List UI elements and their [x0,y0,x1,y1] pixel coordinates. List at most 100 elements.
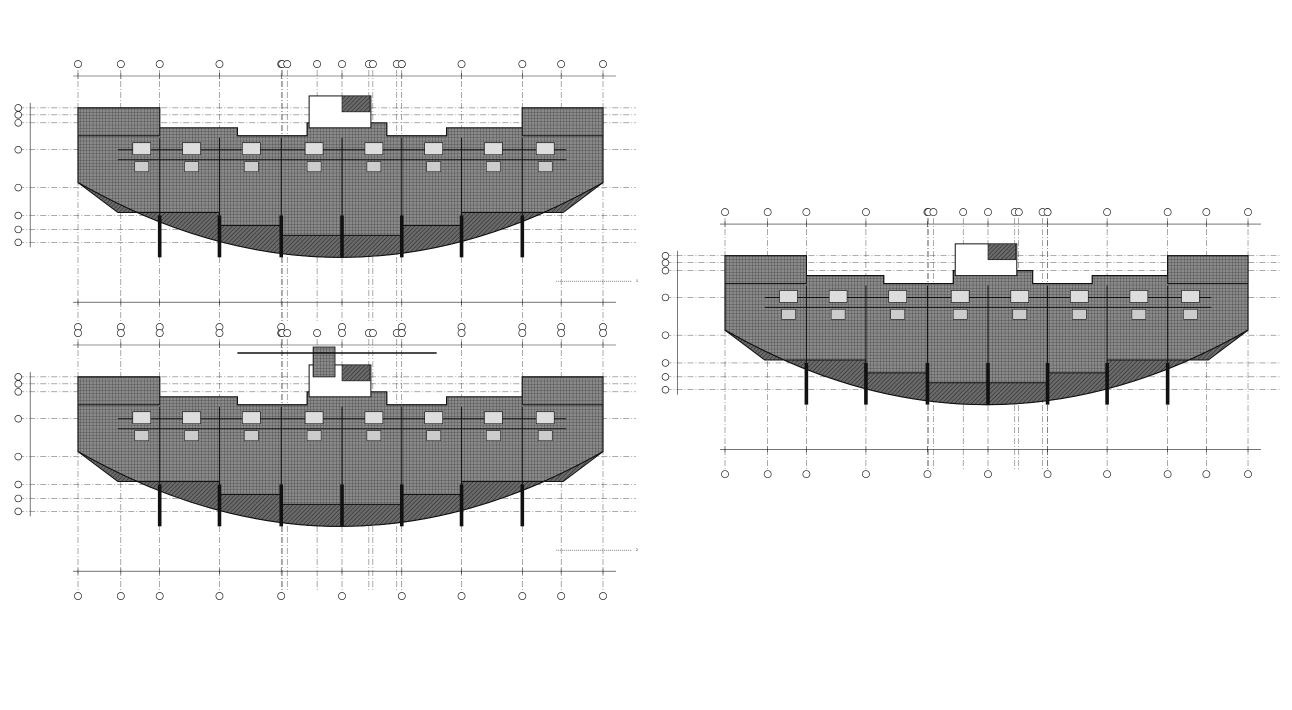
fixture-block [244,430,259,441]
row-bubble [14,507,22,516]
pier-column [925,362,930,405]
fixture-block [538,430,553,441]
corner-block-right [1167,255,1249,285]
axis-bubble-top [457,60,466,68]
axis-bubble-top [283,60,292,68]
fixture-block [828,290,848,303]
sheet-caption: 1 [636,279,638,283]
pier-column [520,215,525,258]
axis-bubble-bottom [862,470,870,479]
axis-bubble-top [721,208,729,217]
fixture-block [132,411,152,425]
axis-bubble-bottom [1043,470,1052,479]
row-bubble [14,211,22,220]
floor-plans-group: 12 [14,60,1281,600]
axis-bubble-bottom [518,592,527,600]
axis-bubble-top [599,60,607,68]
fixture-block [781,309,796,320]
pier-column [1105,362,1109,405]
axis-bubble-bottom [155,592,164,600]
fixture-block [364,411,384,425]
row-bubble [14,104,22,112]
row-bubble [661,266,670,275]
row-bubble [14,225,22,234]
pier-column [279,484,284,527]
row-bubble [14,480,22,489]
row-bubble [14,388,22,396]
fixture-block [890,309,905,320]
pier-column [279,215,284,258]
row-bubble [14,494,22,503]
row-bubble [14,111,22,119]
pier-column [459,215,464,258]
axis-bubble-top [862,208,870,217]
fixture-block [1181,290,1200,303]
fixture-block [484,411,503,425]
balcony-band [77,182,604,258]
axis-bubble-top [802,208,811,217]
axis-bubble-top [763,208,772,217]
pier-column [157,215,162,258]
fixture-block [535,411,555,425]
axis-bubble-top [313,329,322,337]
fixture-block [184,430,199,441]
axis-bubble-top [313,60,322,68]
axis-bubble-bottom [1244,470,1252,479]
fixture-block [486,430,501,441]
fixture-block [424,142,443,156]
fixture-block [779,290,798,303]
pier-column [217,215,222,258]
row-bubble [14,380,22,388]
fixture-block [1131,309,1147,320]
axis-bubble-top [397,329,406,337]
fixture-block [426,430,441,441]
corner-block-right [521,376,604,406]
axis-bubble-bottom [557,592,566,600]
pier-column [340,484,344,527]
row-bubble [661,252,670,260]
axis-bubble-top [215,60,224,68]
fixture-block [1070,290,1089,303]
fixture-block [134,161,149,172]
row-bubble [14,145,22,154]
fixture-block [242,142,261,156]
fixture-block [424,411,443,425]
row-bubble [14,119,22,127]
fixture-block [134,430,149,441]
axis-bubble-bottom [74,592,82,600]
fixture-block [426,161,441,172]
axis-bubble-bottom [984,470,992,479]
axis-bubble-top [959,208,968,217]
fixture-block [304,142,324,156]
axis-bubble-top [368,329,377,337]
axis-bubble-bottom [457,592,466,600]
fixture-block [242,411,261,425]
axis-bubble-bottom [215,592,224,600]
axis-bubble-bottom [763,470,772,479]
axis-bubble-top [1244,208,1252,217]
axis-bubble-top [457,329,466,337]
balcony-band [77,451,604,527]
axis-bubble-top [74,60,82,68]
axis-bubble-bottom [721,470,729,479]
axis-bubble-bottom [1103,470,1112,479]
fixture-block [1183,309,1198,320]
axis-bubble-top [557,329,566,337]
axis-bubble-bottom [1202,470,1211,479]
axis-bubble-top [74,329,82,337]
tower-element [312,346,336,378]
fixture-block [1010,290,1029,303]
pier-column [399,484,404,527]
axis-bubble-top [929,208,938,217]
fixture-block [244,161,259,172]
axis-bubble-top [557,60,566,68]
fixture-block [306,161,322,172]
corner-block-left [724,255,807,285]
axis-bubble-top [155,329,164,337]
axis-bubble-top [155,60,164,68]
axis-bubble-top [338,329,346,337]
fixture-block [1012,309,1027,320]
row-bubble [661,373,670,381]
axis-bubble-top [1202,208,1211,217]
